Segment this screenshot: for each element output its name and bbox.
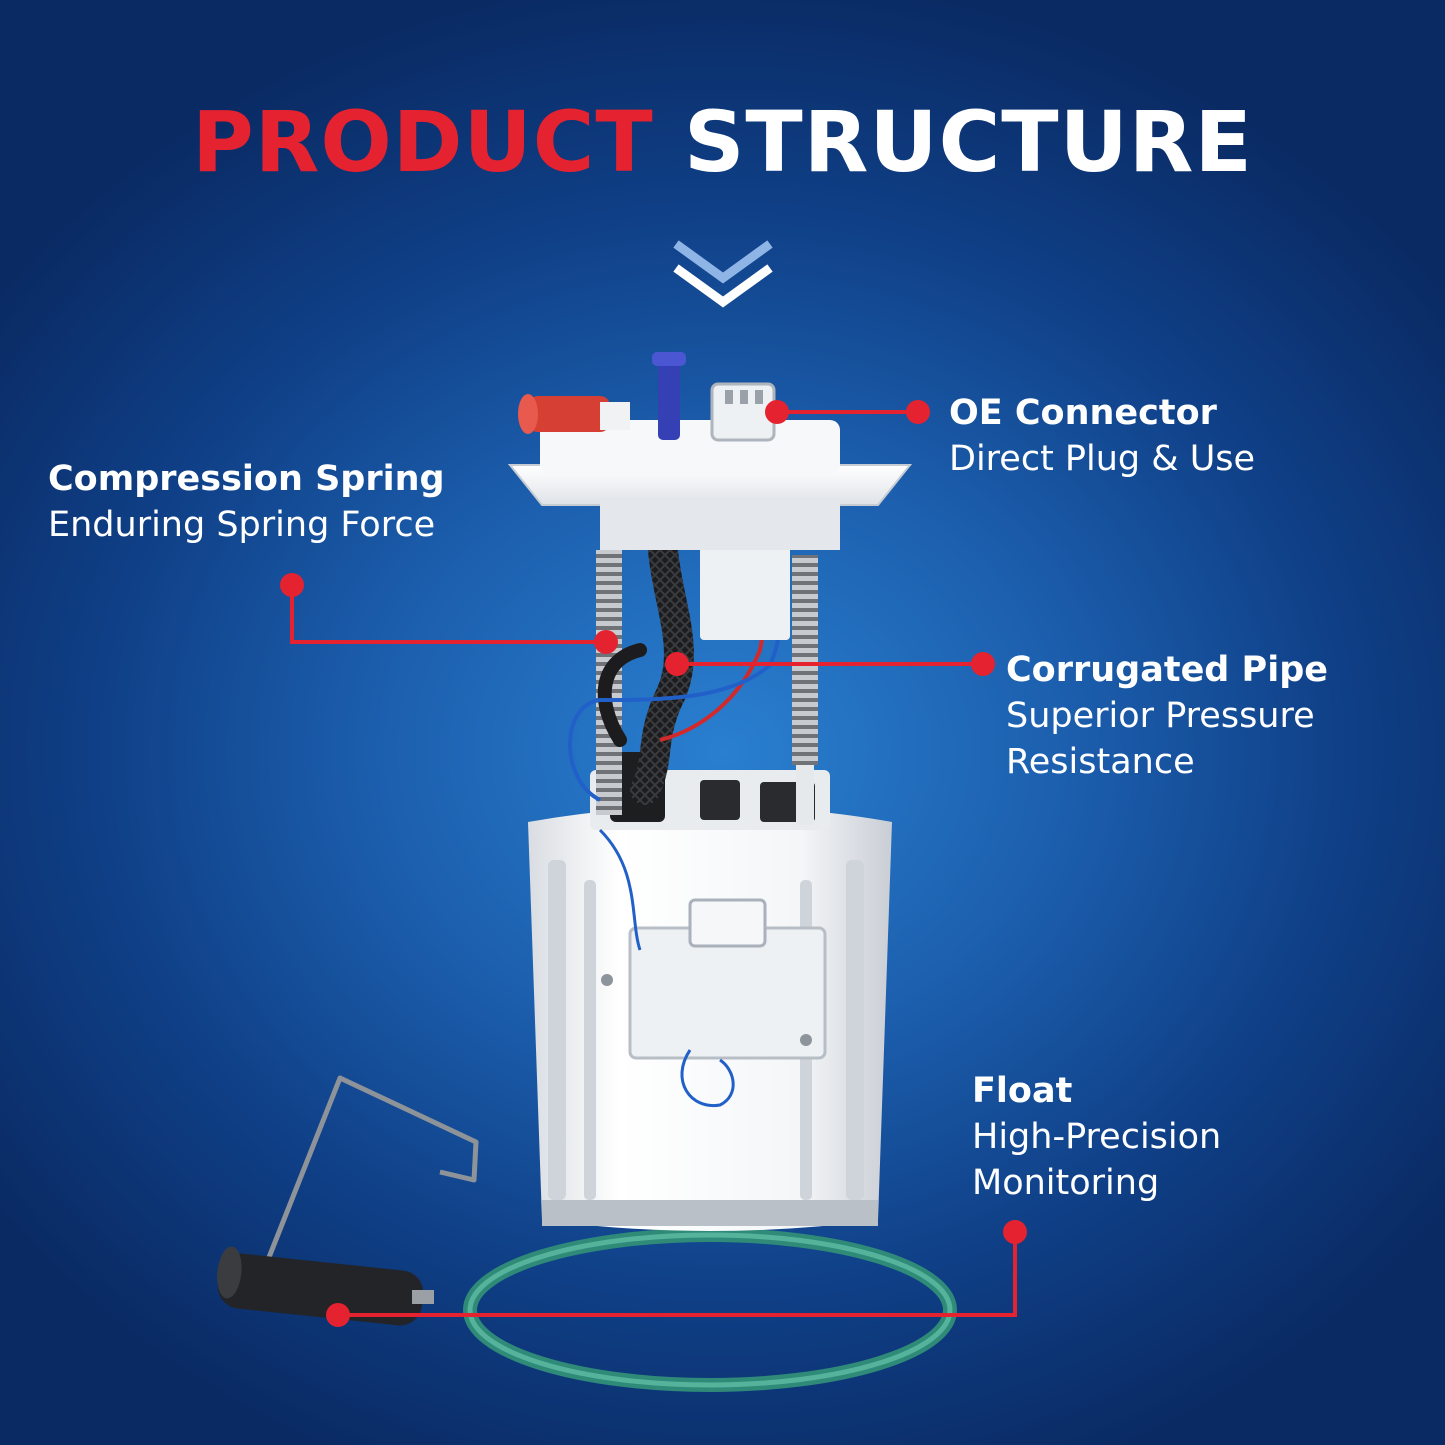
callout-float-desc-line2: Monitoring <box>972 1163 1160 1203</box>
corrugated-pipe-marker <box>971 652 995 676</box>
callout-corrugated-pipe-title: Corrugated Pipe <box>1006 650 1328 690</box>
title-structure: STRUCTURE <box>683 93 1253 191</box>
callout-compression-spring: Compression Spring Enduring Spring Force <box>48 456 445 548</box>
oe-connector-marker <box>906 400 930 424</box>
callout-oe-connector: OE Connector Direct Plug & Use <box>949 390 1255 482</box>
corrugated-pipe-point <box>665 652 689 676</box>
page-title: PRODUCT STRUCTURE <box>0 92 1445 192</box>
corrugated-pipe <box>630 485 694 805</box>
float-arm <box>259 1075 479 1276</box>
float-marker <box>1003 1220 1027 1244</box>
vent-port <box>658 362 680 440</box>
callout-compression-spring-desc: Enduring Spring Force <box>48 505 436 545</box>
callout-float-title: Float <box>972 1071 1073 1111</box>
callout-compression-spring-title: Compression Spring <box>48 459 445 499</box>
compression-spring-marker <box>280 573 304 597</box>
title-product: PRODUCT <box>192 93 654 191</box>
callout-float-desc-line1: High-Precision <box>972 1117 1222 1157</box>
compression-spring-point <box>594 630 618 654</box>
callout-corrugated-pipe-desc-line2: Resistance <box>1006 742 1195 782</box>
callout-corrugated-pipe-desc-line1: Superior Pressure <box>1006 696 1315 736</box>
callout-corrugated-pipe: Corrugated Pipe Superior Pressure Resist… <box>1006 647 1328 785</box>
float <box>217 1246 434 1326</box>
callout-oe-connector-desc: Direct Plug & Use <box>949 439 1256 479</box>
float-point <box>326 1303 350 1327</box>
oe-connector-point <box>765 400 789 424</box>
fuel-outlet-port <box>528 396 610 432</box>
double-chevron-down-icon <box>673 240 773 308</box>
callout-float: Float High-Precision Monitoring <box>972 1068 1221 1206</box>
callout-oe-connector-title: OE Connector <box>949 393 1217 433</box>
